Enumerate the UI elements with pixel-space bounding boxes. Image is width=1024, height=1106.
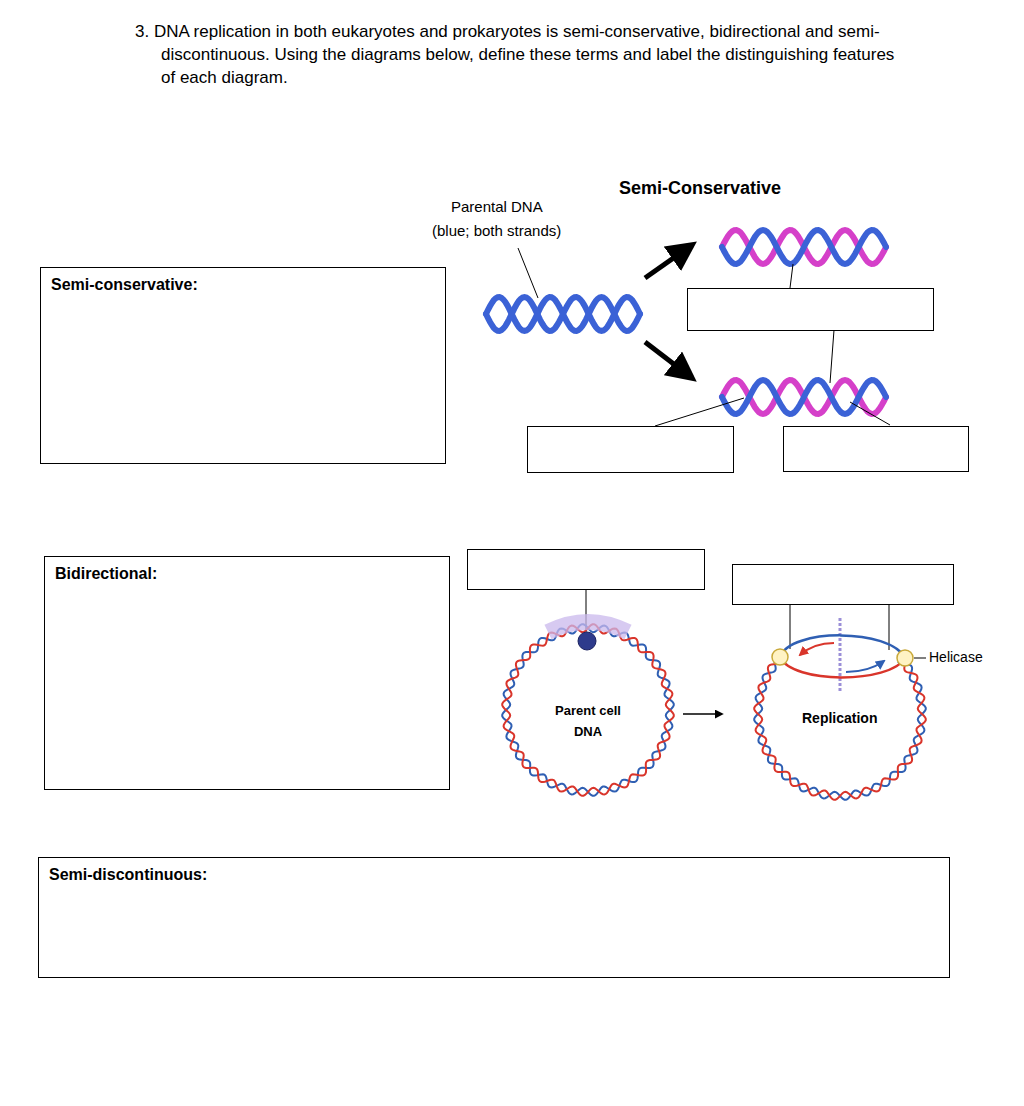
answer-box [687,288,934,331]
part-label: Replication [802,710,877,726]
new-strand-red [800,643,834,655]
dna-strand [486,297,640,331]
dna-strand [486,297,640,331]
bubble-strand-blue [780,635,905,658]
definition-box: Semi-conservative: [40,267,446,464]
definition-box: Bidirectional: [44,556,450,790]
dna-strand [754,657,926,800]
question-text: 3. DNA replication in both eukaryotes an… [135,20,905,89]
helicase [772,649,788,665]
process-arrow [683,713,722,715]
origin-region [548,622,628,632]
box-heading: Semi-discontinuous: [39,858,949,892]
dna-strand [502,624,674,796]
answer-box [467,549,705,590]
box-heading: Semi-conservative: [41,268,445,302]
helicase [897,650,913,666]
dna-strand [722,230,886,264]
bubble-strand-red [780,657,905,677]
box-heading: Bidirectional: [45,557,449,591]
answer-box [527,426,734,473]
part-label: Parental DNA [451,198,543,215]
replication-arrow [645,245,692,278]
origin-line [839,618,842,692]
dna-strand [754,657,926,800]
dna-strand [502,624,674,796]
circular-dna [502,624,926,800]
part-label: Parent cell DNA [543,700,633,742]
definition-box: Semi-discontinuous: [38,857,950,978]
diagram-title: Semi-Conservative [619,178,781,199]
new-strand-blue [846,661,884,672]
replication-arrow [645,342,692,378]
answer-box [732,564,954,605]
dna-strand [722,230,886,264]
origin-dot [578,632,596,650]
part-label: Helicase [929,649,983,665]
answer-box [783,426,969,472]
part-label: (blue; both strands) [432,222,561,239]
